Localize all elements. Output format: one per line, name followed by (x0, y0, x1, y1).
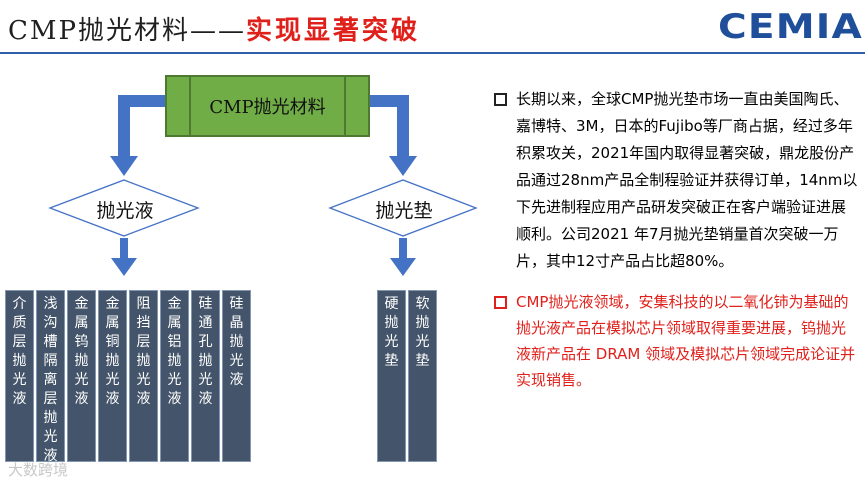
leaf-tsv-slurry: 硅通孔抛光液 (191, 290, 220, 462)
page-title: CMP抛光材料——实现显著突破 (8, 10, 420, 47)
arrow-to-liquid (118, 95, 165, 158)
bullet-text: 长期以来，全球CMP抛光垫市场一直由美国陶氏、嘉博特、3M，日本的Fujibo等… (516, 90, 858, 270)
arrow-pad-down-head (390, 258, 416, 276)
title-highlight: 实现显著突破 (246, 16, 421, 46)
root-node: CMP抛光材料 (165, 75, 370, 137)
bullet-list: 长期以来，全球CMP抛光垫市场一直由美国陶氏、嘉博特、3M，日本的Fujibo等… (490, 86, 860, 393)
bullet-polishing-pad: 长期以来，全球CMP抛光垫市场一直由美国陶氏、嘉博特、3M，日本的Fujibo等… (490, 86, 860, 275)
cemia-logo: CEMIA (718, 7, 863, 47)
bullet-text: CMP抛光液领域，安集科技的以二氧化铈为基础的抛光液产品在模拟芯片领域取得重要进… (516, 293, 856, 389)
leaf-silicon-slurry: 硅晶抛光液 (222, 290, 251, 462)
leaf-tungsten-slurry: 金属钨抛光液 (67, 290, 96, 462)
leaf-barrier-slurry: 阻挡层抛光液 (129, 290, 158, 462)
leaf-hard-pad: 硬抛光垫 (377, 290, 406, 462)
branch-liquid-label: 抛光液 (96, 200, 154, 222)
leaf-soft-pad: 软抛光垫 (408, 290, 437, 462)
leaf-aluminum-slurry: 金属铝抛光液 (160, 290, 189, 462)
diamond-liquid (48, 179, 200, 237)
bullet-polishing-slurry: CMP抛光液领域，安集科技的以二氧化铈为基础的抛光液产品在模拟芯片领域取得重要进… (490, 289, 860, 393)
leaf-copper-slurry: 金属铜抛光液 (98, 290, 127, 462)
arrow-pad-down (399, 238, 407, 260)
arrow-to-liquid-head (110, 156, 138, 176)
arrow-to-pad-head (389, 156, 417, 176)
square-bullet-icon (494, 296, 507, 309)
arrow-to-pad (370, 95, 409, 158)
leaf-dielectric-slurry: 介质层抛光液 (5, 290, 34, 462)
arrow-liquid-down (120, 238, 128, 260)
arrow-liquid-down-head (111, 258, 137, 276)
watermark: 大数跨境 (8, 461, 69, 479)
branch-pad-label: 抛光垫 (375, 200, 433, 222)
leaf-sti-slurry: 浅沟槽隔离层抛光液 (36, 290, 65, 462)
header-divider (0, 52, 865, 54)
square-bullet-icon (494, 93, 507, 106)
diamond-pad (328, 179, 478, 237)
title-prefix: CMP抛光材料—— (8, 16, 247, 46)
